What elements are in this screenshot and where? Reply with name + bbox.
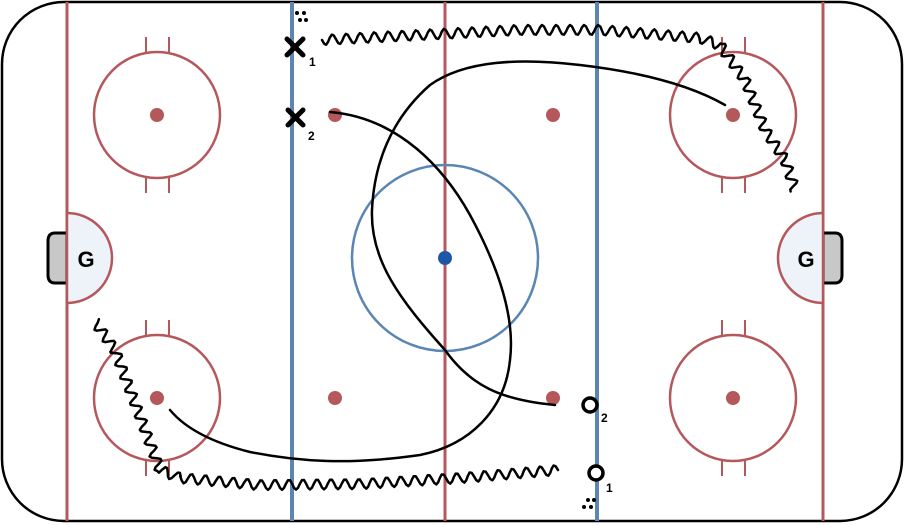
goal-crease-left: [65, 211, 114, 305]
path-x2-skate: [168, 110, 513, 463]
path-x1-skate-with-puck: [320, 23, 799, 193]
goalie-label-right: G: [797, 247, 814, 272]
neutral-dot-top-right: [546, 108, 560, 122]
goal-crease-right: [776, 211, 825, 305]
player-x1: 1: [284, 36, 316, 69]
center-faceoff-dot: [438, 251, 452, 265]
player-o1: 1: [587, 464, 613, 495]
neutral-dot-top-left: [328, 108, 342, 122]
faceoff-circle-top-left: [92, 37, 222, 193]
player-x2: 2: [285, 107, 315, 143]
puck-icon: [582, 498, 596, 509]
goalie-label-left: G: [77, 247, 94, 272]
neutral-dot-bottom-right: [546, 391, 560, 405]
player-o2: 2: [581, 396, 608, 425]
player-x1-number: 1: [309, 55, 316, 69]
player-o2-number: 2: [601, 411, 608, 425]
faceoff-circle-bottom-right: [668, 320, 798, 476]
path-o2-skate: [370, 60, 727, 407]
player-o1-number: 1: [606, 481, 613, 495]
net-right: [821, 231, 844, 285]
faceoff-circle-top-right: [668, 37, 798, 193]
neutral-dot-bottom-left: [328, 391, 342, 405]
player-x2-number: 2: [308, 129, 315, 143]
puck-icon: [295, 11, 308, 22]
path-o1-skate-with-puck: [93, 317, 560, 492]
net-left: [46, 231, 69, 285]
